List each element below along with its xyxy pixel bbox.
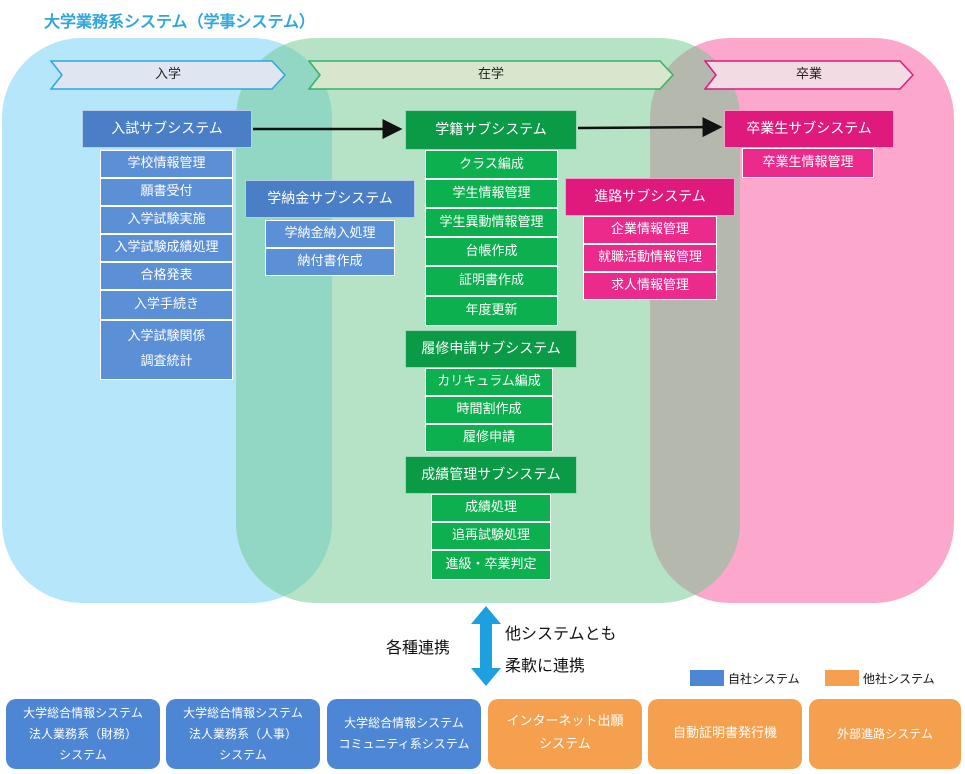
seiseki-header: 成績管理サブシステム: [405, 456, 577, 494]
gakuseki-header: 学籍サブシステム: [405, 110, 577, 150]
rishu-item: 履修申請: [425, 424, 553, 452]
rishu-header: 履修申請サブシステム: [405, 330, 577, 368]
nyushi-item-multiline: 入学試験関係 調査統計: [100, 320, 233, 380]
link-label-left: 各種連携: [386, 638, 451, 657]
external-line: 自動証明書発行機: [672, 725, 777, 741]
gakunokin-item: 学納金納入処理: [265, 220, 395, 248]
gakunokin-header: 学納金サブシステム: [245, 180, 415, 218]
gakuseki-item: 学生情報管理: [425, 179, 558, 208]
nyushi-item-line: 調査統計: [140, 354, 193, 369]
external-line: コミュニティ系システム: [338, 737, 470, 751]
phase-zaigaku: 在学: [308, 60, 674, 90]
nyushi-item: 入学試験実施: [100, 206, 233, 234]
gakuseki-item: 年度更新: [425, 296, 558, 326]
nyushi-header: 入試サブシステム: [82, 110, 252, 148]
seiseki-item: 進級・卒業判定: [431, 550, 551, 580]
nyushi-item: 入学試験成績処理: [100, 234, 233, 262]
external-system-jinji: 大学総合情報システム 法人業務系（人事） システム: [166, 699, 320, 769]
phase-arrow-shape: [704, 60, 914, 90]
nyushi-item: 入学手続き: [100, 290, 233, 320]
seiseki-item: 成績処理: [431, 494, 551, 522]
phase-label-sotsugyo: 卒業: [795, 67, 822, 82]
flow-arrows: [253, 117, 723, 139]
shinro-header: 進路サブシステム: [565, 178, 735, 216]
gakunokin-item: 納付書作成: [265, 248, 395, 276]
external-system-internet-shutsugan: インターネット出願 システム: [488, 699, 642, 769]
rishu-item: カリキュラム編成: [425, 368, 553, 396]
gakuseki-item: 学生異動情報管理: [425, 208, 558, 237]
shinro-item: 企業情報管理: [583, 216, 717, 244]
external-line: 法人業務系（財務）: [28, 726, 137, 741]
gakuseki-item: 台帳作成: [425, 237, 558, 266]
external-system-zaimu: 大学総合情報システム 法人業務系（財務） システム: [6, 699, 160, 769]
link-double-arrow: [471, 606, 501, 686]
external-line: 大学総合情報システム: [344, 716, 464, 730]
gakuseki-item: 証明書作成: [425, 266, 558, 296]
external-line: システム: [219, 747, 267, 762]
nyushi-item: 合格発表: [100, 262, 233, 290]
diagram-title: 大学業務系システム（学事システム）: [44, 12, 316, 31]
link-label-right-1: 他システムとも: [505, 624, 617, 643]
seiseki-item: 追再試験処理: [431, 522, 551, 550]
phase-arrow-shape: [50, 60, 286, 90]
rishu-item: 時間割作成: [425, 396, 553, 424]
shinro-item: 就職活動情報管理: [583, 244, 717, 272]
legend-other-label: 他社システム: [863, 672, 935, 686]
sotsugyosei-item: 卒業生情報管理: [742, 148, 874, 178]
shinro-item: 求人情報管理: [583, 272, 717, 300]
external-line: 大学総合情報システム: [183, 705, 303, 720]
phase-sotsugyo: 卒業: [704, 60, 914, 90]
gakuseki-item: クラス編成: [425, 150, 558, 179]
external-line: 大学総合情報システム: [23, 705, 143, 720]
legend-own-swatch: [690, 670, 724, 686]
phase-label-zaigaku: 在学: [477, 67, 504, 82]
external-line: システム: [59, 747, 107, 762]
nyushi-item: 願書受付: [100, 178, 233, 206]
external-system-community: 大学総合情報システム コミュニティ系システム: [327, 699, 481, 769]
legend-own-label: 自社システム: [728, 672, 800, 686]
nyushi-item-line: 入学試験関係: [127, 329, 206, 345]
legend-other-swatch: [825, 670, 859, 686]
external-line: システム: [539, 737, 591, 752]
link-label-right-2: 柔軟に連携: [505, 656, 586, 675]
external-system-shomeisho-kiosk: 自動証明書発行機: [648, 699, 802, 769]
sotsugyosei-header: 卒業生サブシステム: [724, 110, 894, 148]
nyushi-item: 学校情報管理: [100, 150, 233, 178]
external-line: インターネット出願: [506, 714, 624, 730]
phase-arrow-shape: [308, 60, 674, 90]
external-line: 法人業務系（人事）: [188, 726, 297, 741]
external-line: 外部進路システム: [837, 726, 933, 741]
arrow-gakuseki-to-sotsugyosei: [577, 117, 723, 138]
external-system-shinro: 外部進路システム: [809, 699, 961, 769]
phase-label-nyugaku: 入学: [154, 67, 181, 82]
phase-nyugaku: 入学: [50, 60, 286, 90]
